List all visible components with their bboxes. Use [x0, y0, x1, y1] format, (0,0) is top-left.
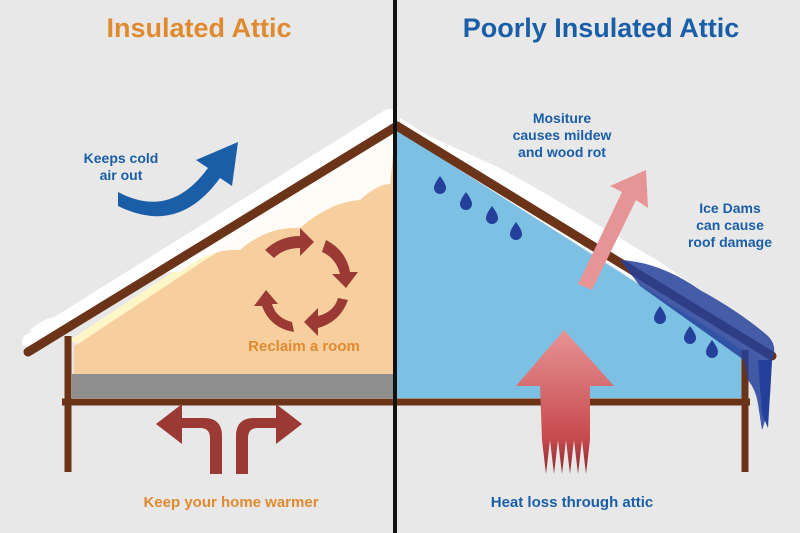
keeps-cold-label: Keeps cold air out [56, 150, 186, 184]
moisture-arrow-icon [578, 170, 648, 290]
water-drop [706, 340, 718, 358]
roof-beam-left [23, 121, 402, 357]
poorly-insulated-attic-title: Poorly Insulated Attic [462, 13, 740, 43]
water-drop [654, 306, 666, 324]
poor-attic-interior [397, 130, 745, 398]
heat-loss-arrow-icon [516, 330, 614, 474]
water-drops [434, 176, 718, 358]
heat-loss-label: Heat loss through attic [490, 494, 654, 511]
icicle [758, 360, 772, 428]
water-drop [510, 222, 522, 240]
moisture-line: Mositure [532, 110, 592, 126]
moisture-label: Mositure causes mildew and wood rot [482, 110, 642, 160]
reclaim-room-label: Reclaim a room [248, 338, 360, 355]
keeps-cold-line: Keeps cold [83, 150, 159, 166]
insulated-attic-title: Insulated Attic [106, 13, 292, 43]
split-arrow-icon [156, 404, 302, 474]
ice-dams-line: roof damage [687, 233, 772, 250]
cycle-arrows-icon [254, 228, 358, 336]
ice-dams-line: Ice Dams [699, 200, 761, 216]
water-drop [434, 176, 446, 194]
cold-air-arrow-icon [118, 142, 238, 217]
moisture-line: and wood rot [518, 143, 606, 160]
ice-dams-label: Ice Dams can cause roof damage [664, 200, 796, 250]
moisture-line: causes mildew [512, 126, 612, 143]
snow-left-drifts [30, 128, 396, 340]
insulation-band [72, 374, 394, 398]
keeps-cold-line: air out [99, 166, 143, 183]
water-drop [486, 206, 498, 224]
keep-home-warmer-label: Keep your home warmer [143, 494, 319, 511]
ice-dam [620, 260, 775, 430]
water-drop [684, 326, 696, 344]
ice-dams-line: can cause [696, 216, 764, 233]
snow-left [22, 108, 396, 347]
water-drop [460, 192, 472, 210]
